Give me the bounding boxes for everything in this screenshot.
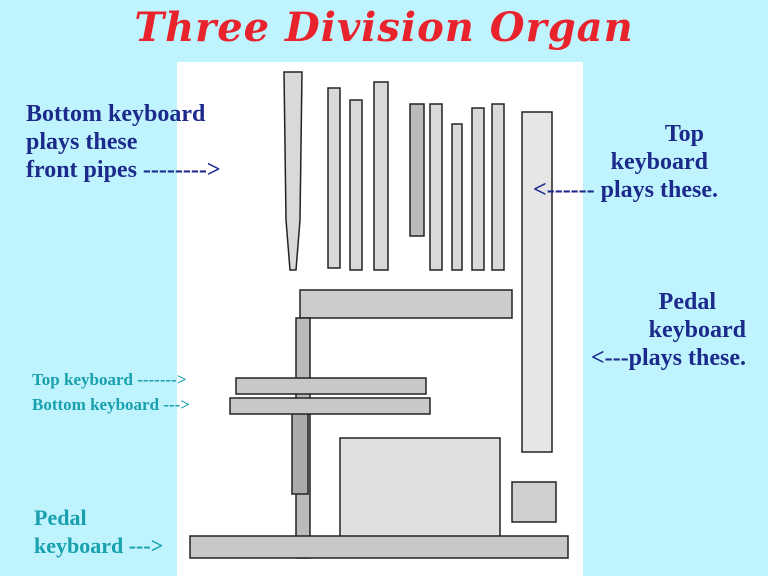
pedal-keyboard-pipes-label: Pedal keyboard <---plays these. [556, 288, 756, 372]
label-line: keyboard [648, 317, 746, 343]
top-keyboard-manual [235, 377, 427, 395]
label-line: keyboard [610, 149, 708, 175]
pipe [491, 103, 505, 271]
pipe [409, 103, 425, 237]
pipe [471, 107, 485, 271]
wind-chest [299, 289, 513, 319]
frame-bracket [291, 403, 309, 495]
label-line: Top [664, 121, 704, 147]
pedal-board [189, 535, 569, 559]
bottom-keyboard-manual [229, 397, 431, 415]
pipe [349, 99, 363, 271]
label-line: Bottom keyboard [26, 101, 206, 127]
top-keyboard-pipes-label: Top keyboard <------ plays these. [488, 120, 758, 204]
bottom-keyboard-pipes-label: Bottom keyboard plays these front pipes … [26, 100, 221, 184]
reservoir-box [511, 481, 557, 523]
label-line: <------ plays these. [533, 177, 718, 203]
page-title: Three Division Organ [134, 4, 634, 51]
label-line: front pipes --------> [26, 157, 221, 183]
pipe-large [283, 71, 303, 271]
label-line: <---plays these. [591, 345, 746, 371]
bellows [339, 437, 501, 539]
label-line: plays these [26, 129, 138, 155]
pedal-keyboard-label: Pedal keyboard ---> [34, 504, 163, 560]
top-keyboard-label: Top keyboard -------> [32, 370, 187, 389]
pipe [327, 87, 341, 269]
pipe [373, 81, 389, 271]
label-line: Pedal [34, 505, 87, 530]
label-line: Pedal [658, 289, 716, 315]
pipe [451, 123, 463, 271]
bottom-keyboard-label: Bottom keyboard ---> [32, 395, 190, 414]
label-line: keyboard ---> [34, 533, 164, 558]
pedal-pipe [521, 111, 553, 453]
pipe [429, 103, 443, 271]
